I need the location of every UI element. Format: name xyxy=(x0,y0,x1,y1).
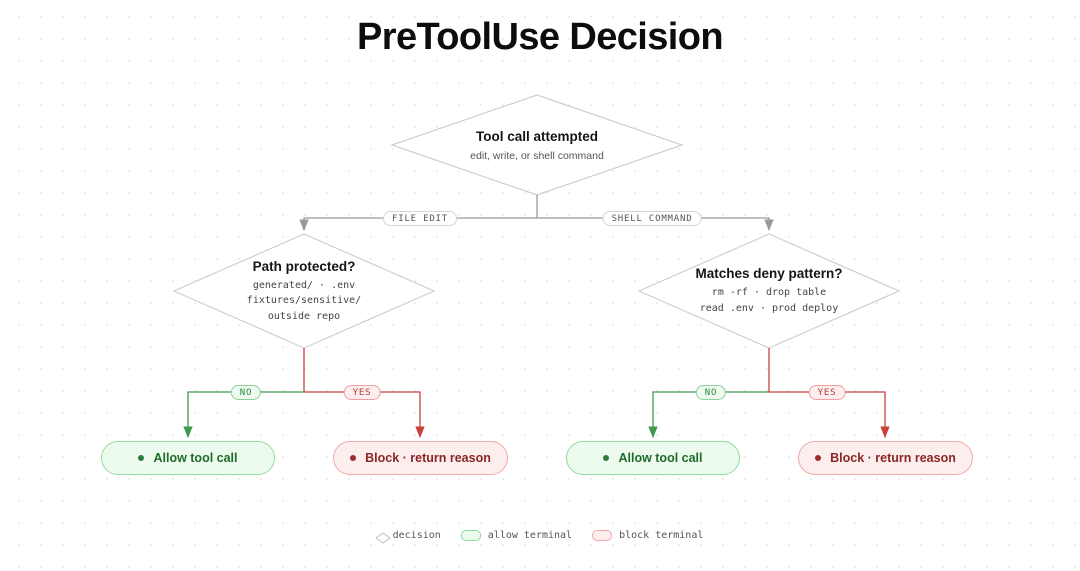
legend: decision allow terminal block terminal xyxy=(0,530,1080,541)
legend-block: block terminal xyxy=(592,530,703,541)
connector-file-edit xyxy=(299,217,537,232)
right-no-label: NO xyxy=(695,385,727,400)
left-allow-label: Allow tool call xyxy=(153,451,238,465)
root-decision-diamond xyxy=(390,94,684,196)
left-decision-title: Path protected? xyxy=(252,259,356,274)
right-decision-title: Matches deny pattern? xyxy=(695,266,843,281)
legend-block-swatch xyxy=(592,530,613,541)
left-yes-label: YES xyxy=(343,385,381,400)
branch-label-shell-command: SHELL COMMAND xyxy=(602,211,702,226)
connector-left-yes xyxy=(304,391,425,439)
right-allow-label: Allow tool call xyxy=(618,451,703,465)
allow-dot-icon xyxy=(603,455,610,461)
root-decision-subtitle: edit, write, or shell command xyxy=(470,150,604,162)
right-decision-line-1: rm -rf · drop table xyxy=(711,287,827,298)
branch-label-file-edit: FILE EDIT xyxy=(383,211,457,226)
right-yes-label: YES xyxy=(808,385,846,400)
connector-left-no xyxy=(183,391,304,439)
connector-right-yes xyxy=(769,391,890,439)
legend-allow-label: allow terminal xyxy=(487,530,573,541)
diagram-title: PreToolUse Decision xyxy=(357,16,724,58)
legend-allow-swatch xyxy=(460,530,481,541)
left-block-terminal: Block · return reason xyxy=(333,441,508,475)
allow-dot-icon xyxy=(138,455,145,461)
left-no-label: NO xyxy=(230,385,262,400)
root-decision-title: Tool call attempted xyxy=(475,129,598,144)
connector-right-no xyxy=(648,391,769,439)
block-dot-icon xyxy=(350,455,357,461)
legend-block-label: block terminal xyxy=(619,530,704,541)
left-allow-terminal: Allow tool call xyxy=(101,441,275,475)
legend-allow: allow terminal xyxy=(460,530,573,541)
left-block-label: Block · return reason xyxy=(365,451,491,465)
left-decision-line-1: generated/ · .env xyxy=(252,280,356,291)
legend-decision-label: decision xyxy=(392,530,441,541)
right-decision-line-2: read .env · prod deploy xyxy=(699,303,839,314)
block-dot-icon xyxy=(815,455,822,461)
legend-decision: decision xyxy=(377,530,441,541)
left-decision-line-3: outside repo xyxy=(267,311,341,322)
legend-decision-icon xyxy=(375,532,391,544)
right-block-terminal: Block · return reason xyxy=(798,441,973,475)
right-block-label: Block · return reason xyxy=(830,451,956,465)
left-decision-line-2: fixtures/sensitive/ xyxy=(246,295,362,306)
right-allow-terminal: Allow tool call xyxy=(566,441,740,475)
left-decision-diamond xyxy=(172,233,436,349)
